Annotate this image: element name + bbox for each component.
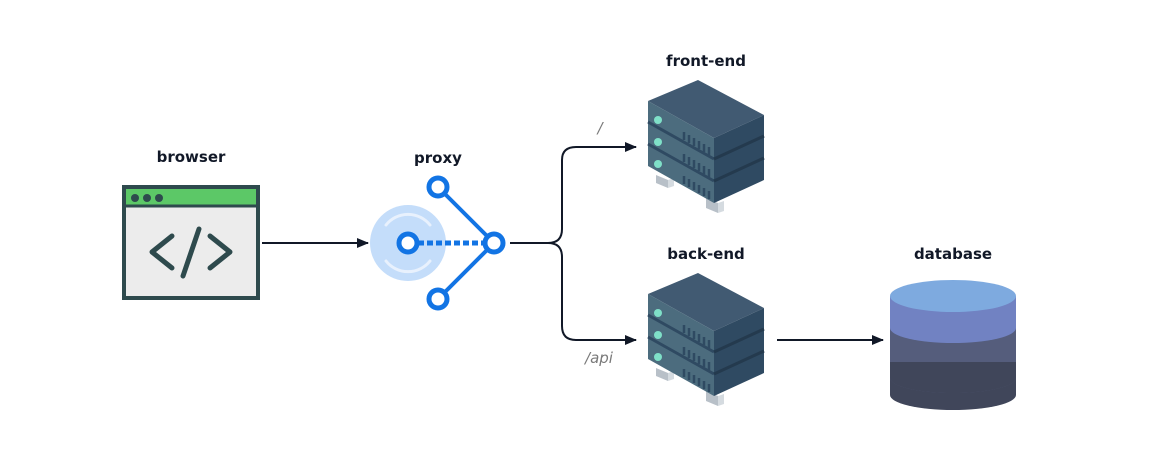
- browser-code-window-icon: [122, 185, 260, 300]
- database-label: database: [913, 245, 993, 263]
- proxy-network-icon: [370, 175, 506, 311]
- backend-route-label: /api: [585, 349, 613, 367]
- proxy-to-backend-arrow: [547, 242, 637, 345]
- frontend-route-label: /: [597, 119, 603, 137]
- backend-server-icon: [647, 273, 765, 406]
- backend-label: back-end: [667, 245, 745, 263]
- frontend-server-icon: [647, 80, 765, 213]
- proxy-to-frontend-arrow: [510, 142, 637, 244]
- database-cylinder-icon: [890, 280, 1016, 410]
- frontend-label: front-end: [666, 52, 746, 70]
- browser-label: browser: [156, 148, 226, 166]
- proxy-label: proxy: [414, 149, 462, 167]
